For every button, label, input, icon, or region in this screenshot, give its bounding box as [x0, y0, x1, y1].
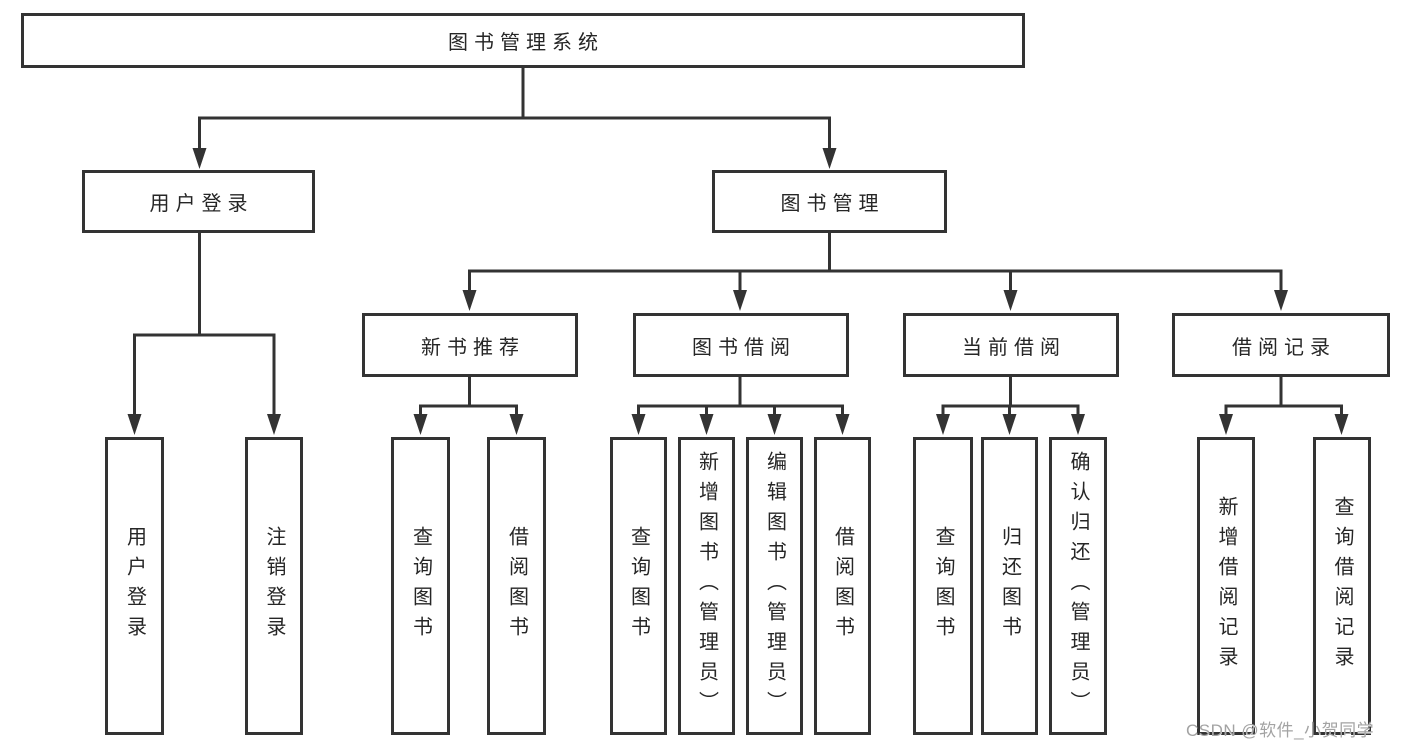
node-library-system: 图书管理系统 — [21, 13, 1025, 68]
node-book-borrowing: 图书借阅 — [633, 313, 849, 377]
node-borrow-books-recommend: 借阅图书 — [487, 437, 546, 735]
node-borrowing-records: 借阅记录 — [1172, 313, 1390, 377]
csdn-watermark: CSDN @软件_小贺同学 — [1186, 721, 1375, 740]
node-edit-book-admin: 编辑图书（管理员） — [746, 437, 803, 735]
node-current-borrowing: 当前借阅 — [903, 313, 1119, 377]
node-query-borrowing-record: 查询借阅记录 — [1313, 437, 1371, 735]
node-query-books-borrowing: 查询图书 — [610, 437, 667, 735]
node-return-books: 归还图书 — [981, 437, 1038, 735]
node-add-borrowing-record: 新增借阅记录 — [1197, 437, 1255, 735]
node-user-login-leaf: 用户登录 — [105, 437, 164, 735]
arrowheads — [127, 148, 1349, 435]
node-query-books-recommend: 查询图书 — [391, 437, 450, 735]
node-new-book-recommendation: 新书推荐 — [362, 313, 578, 377]
node-add-book-admin: 新增图书（管理员） — [678, 437, 735, 735]
node-borrow-books-leaf: 借阅图书 — [814, 437, 871, 735]
node-logout-leaf: 注销登录 — [245, 437, 303, 735]
node-book-management: 图书管理 — [712, 170, 947, 233]
node-user-login: 用户登录 — [82, 170, 315, 233]
node-confirm-return-admin: 确认归还（管理员） — [1049, 437, 1107, 735]
node-query-books-current: 查询图书 — [913, 437, 973, 735]
